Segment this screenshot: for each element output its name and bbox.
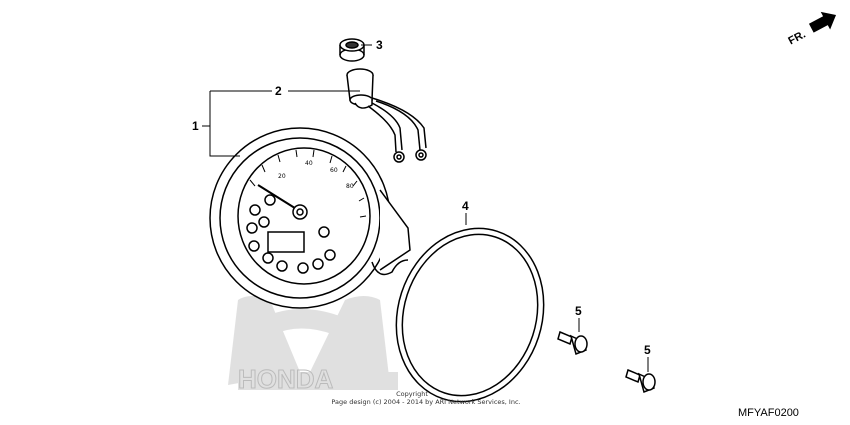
part-2-socket xyxy=(346,68,427,163)
page-design-notice: Page design (c) 2004 - 2014 by ARI Netwo… xyxy=(331,398,520,406)
part-1-speedometer xyxy=(209,127,411,309)
arrow-right-icon xyxy=(808,11,837,33)
front-direction-indicator: FR. xyxy=(786,11,837,48)
diagram-code: MFYAF0200 xyxy=(738,407,799,419)
callout-3: 3 xyxy=(376,38,383,52)
part-5-screw xyxy=(625,368,656,394)
watermark-text: HONDA xyxy=(238,364,334,394)
part-4-ring-seal xyxy=(395,227,545,403)
callout-1: 1 xyxy=(192,119,199,133)
scale-tick-label: 40 xyxy=(305,160,313,167)
scale-tick-label: 80 xyxy=(346,183,354,190)
honda-wing-logo-icon xyxy=(228,296,398,390)
part-5-screw xyxy=(557,330,588,356)
part-3-cap xyxy=(339,38,365,62)
copyright-label: Copyright xyxy=(396,390,428,398)
speedometer-scale: 20 40 60 80 xyxy=(278,160,354,190)
callout-4: 4 xyxy=(462,199,469,213)
callout-5: 5 xyxy=(575,304,582,318)
callout-2: 2 xyxy=(275,84,282,98)
scale-tick-label: 60 xyxy=(330,167,338,174)
callout-5: 5 xyxy=(644,343,651,357)
scale-tick-label: 20 xyxy=(278,173,286,180)
leader-lines xyxy=(202,44,649,372)
front-label: FR. xyxy=(786,29,807,48)
